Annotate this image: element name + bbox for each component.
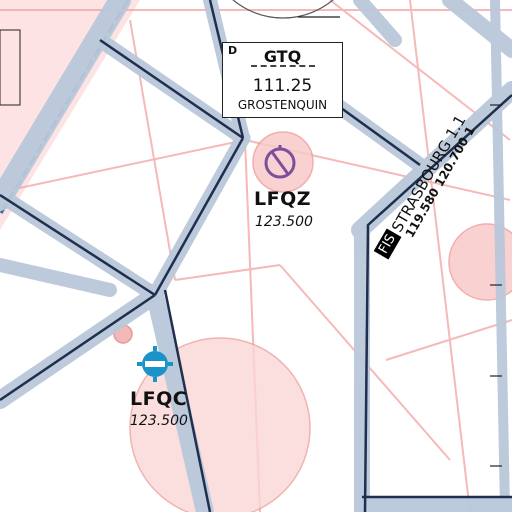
grid-ticks [298,16,502,467]
morse-code-icon [251,65,315,71]
vor-ident: GTQ [263,47,302,66]
vor-frequency: 111.25 [252,76,313,96]
restricted-area-edge [0,29,21,106]
aerodrome-code-lfqz[interactable]: LFQZ [254,188,312,210]
vor-name: GROSTENQUIN [237,98,328,112]
aerodrome-code-lfqc[interactable]: LFQC [130,388,188,410]
aerodrome-civil-icon[interactable] [137,346,173,382]
vor-compass-rose [232,0,334,19]
vor-class-letter: D [228,44,238,57]
aerodrome-frequency-lfqc: 123.500 [130,413,188,429]
danger-area-lfqz [252,131,314,193]
vor-info-box[interactable]: D GTQ 111.25 GROSTENQUIN [222,42,343,118]
restricted-area-northwest [0,0,140,230]
aerodrome-closed-icon[interactable] [264,145,296,179]
aerodrome-frequency-lfqz: 123.500 [255,214,313,230]
